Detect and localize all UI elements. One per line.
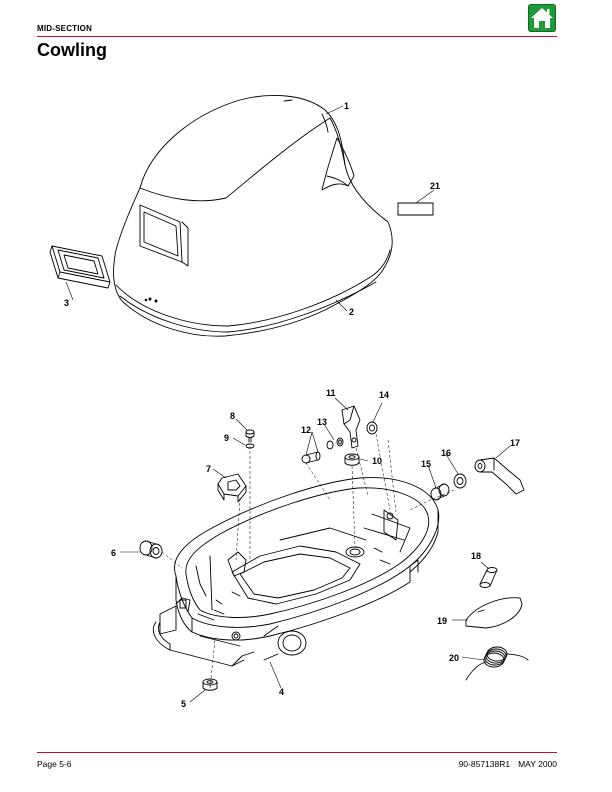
callout-15: 15 — [421, 459, 431, 469]
callout-13: 13 — [317, 417, 327, 427]
part-19-drawing — [465, 597, 523, 629]
page-title: Cowling — [37, 40, 107, 60]
callout-12: 12 — [301, 425, 311, 435]
section-label: MID-SECTION — [37, 24, 93, 33]
footer-doc-info: 90-857138R1 MAY 2000 — [451, 759, 557, 769]
callout-19: 19 — [437, 616, 447, 626]
part-5-drawing — [202, 678, 218, 691]
bottom-cowl-drawing — [152, 477, 440, 667]
callout-1: 1 — [344, 101, 349, 111]
part-10-drawing — [344, 453, 360, 466]
home-icon — [531, 8, 553, 28]
callout-10: 10 — [372, 456, 382, 466]
part-16-drawing — [453, 473, 467, 489]
callout-8: 8 — [230, 411, 235, 421]
part-13-drawing — [326, 437, 344, 450]
callout-20: 20 — [449, 653, 459, 663]
home-button[interactable] — [528, 4, 556, 32]
part-8-drawing — [245, 429, 255, 443]
callout-3: 3 — [64, 298, 69, 308]
callout-5: 5 — [181, 699, 186, 709]
callout-16: 16 — [441, 448, 451, 458]
leader-lines — [65, 105, 511, 703]
callout-11: 11 — [326, 388, 336, 398]
part-15-drawing — [430, 483, 450, 501]
part-12-drawing — [301, 451, 321, 464]
callout-14: 14 — [379, 390, 389, 400]
part-17-drawing — [474, 457, 525, 495]
callout-labels: 1 2 3 4 5 6 7 8 9 10 11 12 13 14 15 16 1… — [64, 101, 520, 709]
part-11-drawing — [341, 405, 361, 449]
part-6-drawing — [139, 540, 163, 559]
callout-7: 7 — [206, 464, 211, 474]
part-7-drawing — [217, 473, 247, 503]
callout-6: 6 — [111, 548, 116, 558]
grommet-3-drawing — [49, 245, 111, 289]
part-20-drawing — [465, 646, 529, 681]
callout-4: 4 — [279, 687, 284, 697]
callout-18: 18 — [471, 551, 481, 561]
page-number: Page 5-6 — [37, 759, 72, 769]
part-18-drawing — [479, 567, 498, 588]
callout-21: 21 — [430, 181, 440, 191]
header-rule — [37, 36, 557, 37]
callout-9: 9 — [224, 433, 229, 443]
doc-date: MAY 2000 — [518, 759, 557, 769]
footer-rule — [37, 752, 557, 753]
doc-number: 90-857138R1 — [458, 759, 511, 769]
top-cowl-drawing — [113, 95, 393, 337]
decal-21-drawing — [397, 202, 434, 216]
callout-2: 2 — [349, 307, 354, 317]
callout-17: 17 — [510, 438, 520, 448]
alignment-lines — [161, 433, 455, 689]
part-14-drawing — [366, 421, 378, 435]
